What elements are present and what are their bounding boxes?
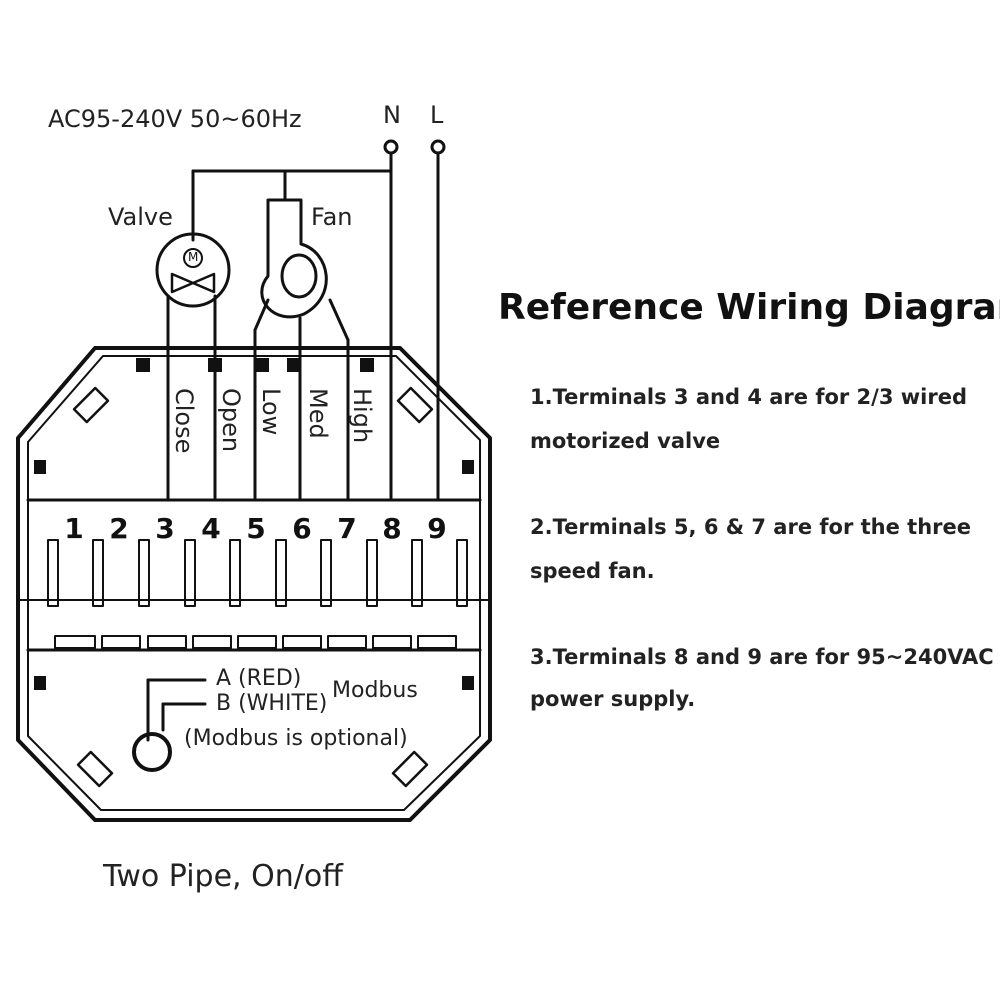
live-label: L [430, 101, 444, 129]
valve-symbol [155, 232, 231, 308]
terminal-9: 9 [427, 512, 447, 545]
note-1-line-2: motorized valve [530, 429, 721, 453]
terminal-slots [54, 635, 457, 649]
terminal-7: 7 [337, 512, 357, 545]
neutral-terminal [383, 139, 399, 155]
note-2-line-1: 2.Terminals 5, 6 & 7 are for the three [530, 515, 971, 539]
valve-motor-letter: M [188, 250, 199, 264]
supply-voltage-label: AC95-240V 50~60Hz [48, 105, 302, 133]
note-1-line-1: 1.Terminals 3 and 4 are for 2/3 wired [530, 385, 967, 409]
terminal-1: 1 [64, 512, 84, 545]
modbus-label: Modbus [332, 678, 418, 703]
fan-symbol [260, 198, 328, 319]
wire-label-low: Low [257, 388, 285, 436]
modbus-a-label: A (RED) [216, 666, 302, 691]
diagram-caption: Two Pipe, On/off [103, 859, 343, 894]
note-3-line-1: 3.Terminals 8 and 9 are for 95~240VAC [530, 645, 994, 669]
terminal-3: 3 [155, 512, 175, 545]
valve-label: Valve [108, 203, 173, 231]
fan-label: Fan [311, 203, 353, 231]
terminal-8: 8 [382, 512, 402, 545]
modbus-optional-note: (Modbus is optional) [184, 726, 408, 751]
terminal-posts [47, 539, 468, 607]
diagram-title: Reference Wiring Diagram [498, 287, 1000, 328]
terminal-2: 2 [109, 512, 129, 545]
wire-label-open: Open [217, 388, 245, 453]
terminal-4: 4 [201, 512, 221, 545]
thermostat-housing [16, 346, 492, 822]
live-terminal [430, 139, 446, 155]
note-2-line-2: speed fan. [530, 559, 655, 583]
terminal-6: 6 [292, 512, 312, 545]
wire-label-high: High [348, 388, 376, 444]
wire-label-close: Close [170, 388, 198, 454]
terminal-5: 5 [246, 512, 266, 545]
neutral-label: N [383, 101, 401, 129]
wire-label-med: Med [304, 388, 332, 439]
note-3-line-2: power supply. [530, 687, 696, 711]
modbus-b-label: B (WHITE) [216, 691, 328, 716]
modbus-port [132, 732, 172, 772]
